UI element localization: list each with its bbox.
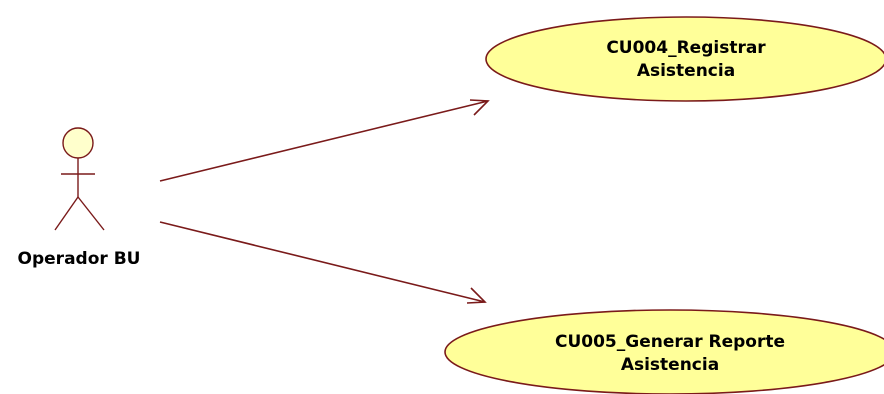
use-case-ellipse	[485, 16, 884, 102]
use-case-cu004[interactable]: CU004_Registrar Asistencia	[485, 16, 884, 102]
arrowhead-open	[469, 99, 490, 116]
stick-figure-actor-icon	[54, 127, 105, 231]
association-cu004	[159, 99, 490, 182]
association-line	[159, 100, 489, 182]
use-case-label-line-1: CU004_Registrar	[606, 38, 766, 58]
arrowhead-open	[466, 287, 487, 304]
use-case-label-line-2: Asistencia	[637, 61, 735, 81]
use-case-ellipse	[444, 309, 884, 394]
actor-name: Operador BU	[18, 249, 141, 269]
use-case-cu005[interactable]: CU005_Generar Reporte Asistencia	[444, 309, 884, 394]
actor-left-leg	[54, 196, 79, 231]
use-case-label-line-2: Asistencia	[621, 355, 719, 375]
association-cu005	[159, 221, 487, 304]
association-line	[159, 221, 486, 303]
actor-head	[62, 127, 94, 159]
actor[interactable]: Operador BU	[18, 127, 141, 269]
use-case-label-line-1: CU005_Generar Reporte	[555, 332, 785, 352]
actor-right-leg	[77, 196, 105, 231]
